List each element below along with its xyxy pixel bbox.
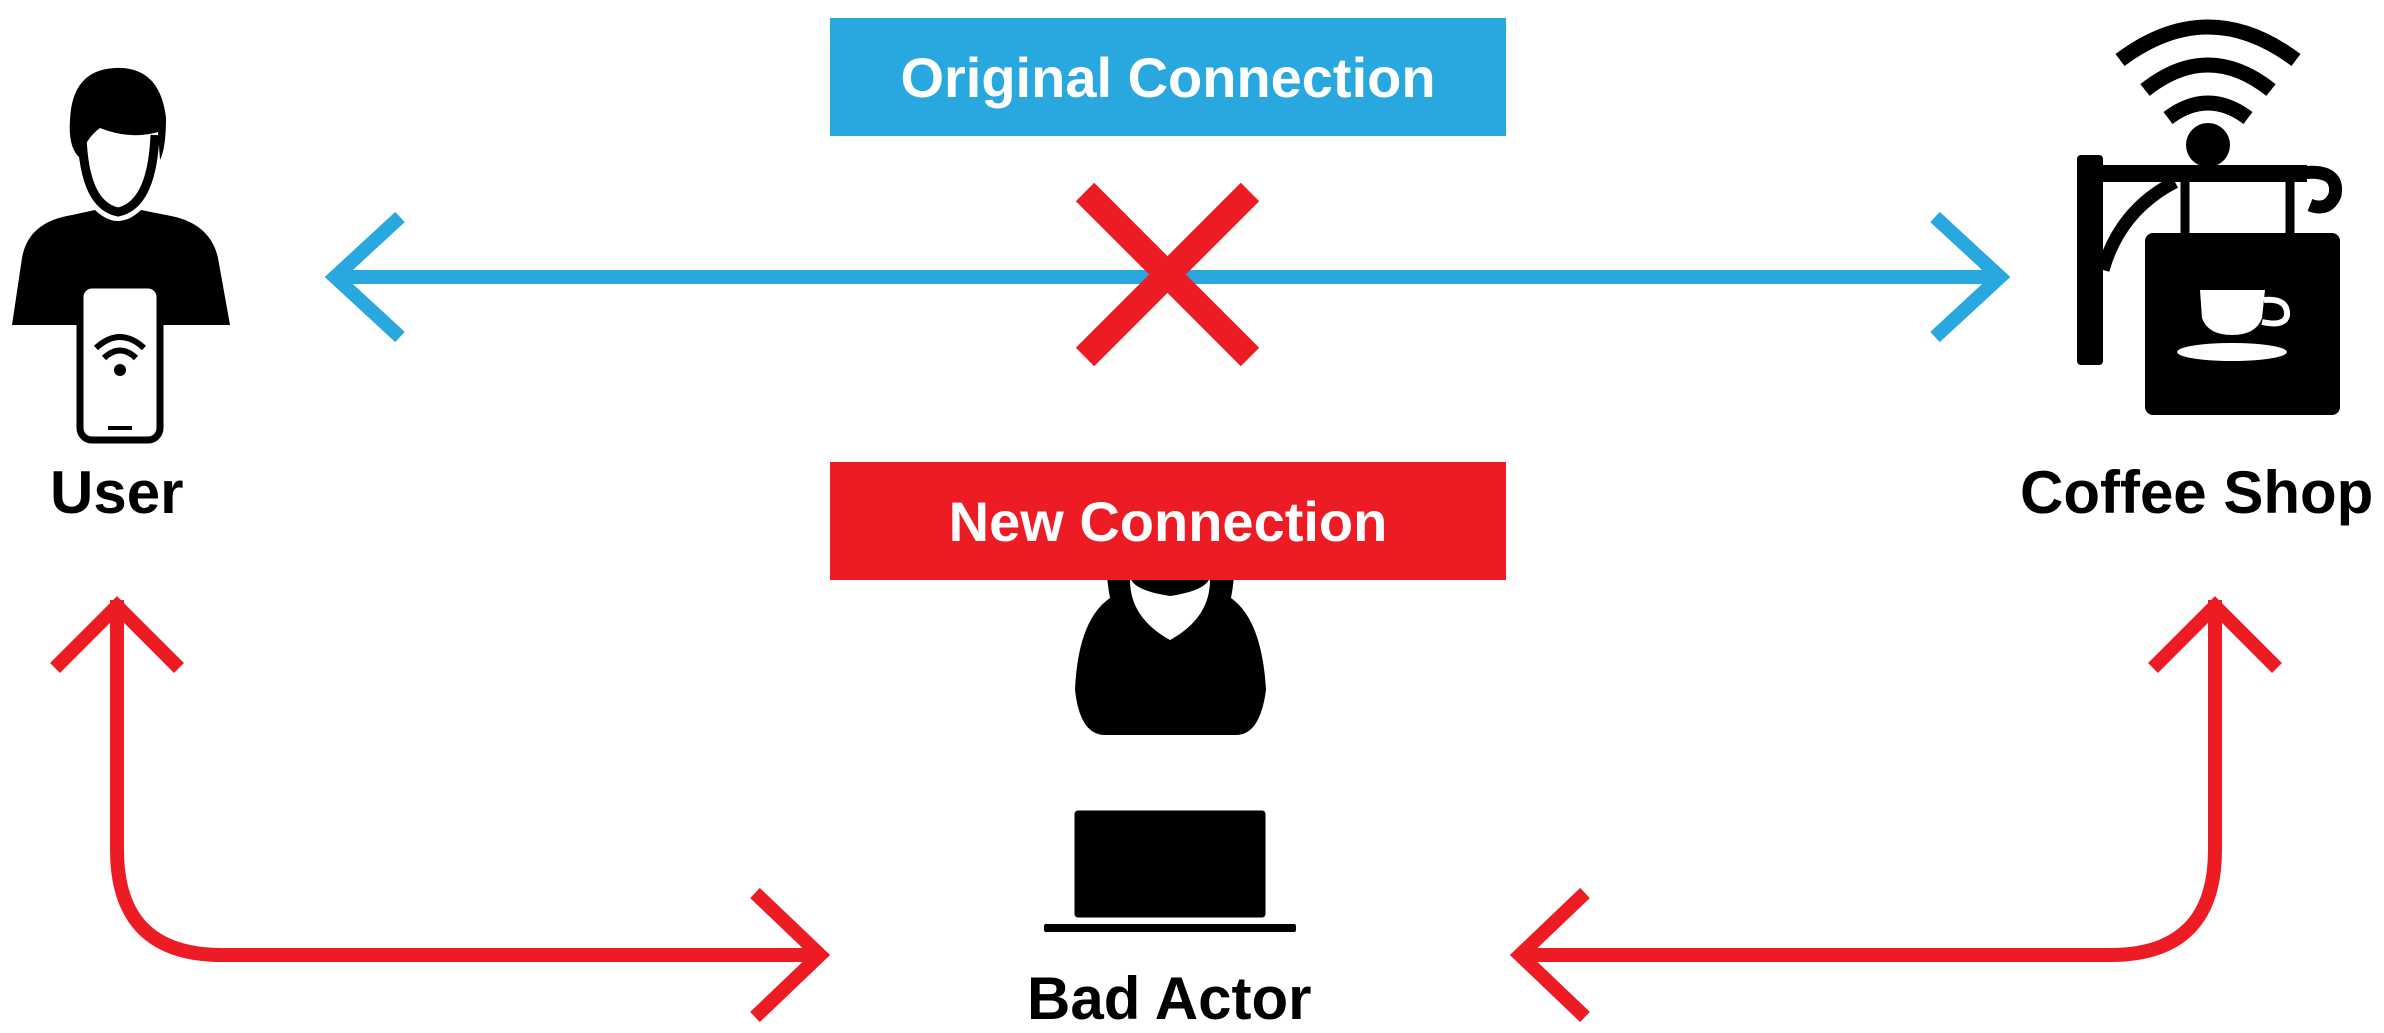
user-with-phone-icon (12, 67, 230, 444)
new-connection-right-arrow (1509, 596, 2282, 1023)
user-label: User (50, 459, 184, 526)
new-connection-left-arrow (50, 596, 831, 1023)
bad-actor-label: Bad Actor (1027, 965, 1312, 1032)
coffee-shop-wifi-sign-icon (2077, 19, 2343, 415)
original-connection-banner: Original Connection (830, 18, 1506, 136)
coffee-shop-label: Coffee Shop (2020, 459, 2374, 526)
new-connection-banner: New Connection (830, 462, 1506, 580)
x-cross-icon (1075, 182, 1260, 367)
